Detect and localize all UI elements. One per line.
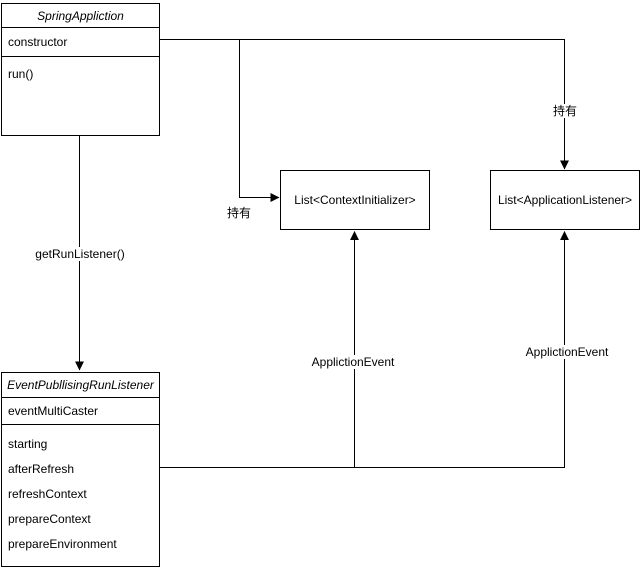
class-method-run: run(): [8, 67, 34, 81]
edge-label-holds-context-initializer: 持有: [224, 206, 254, 220]
class-methods-compartment: run(): [2, 57, 159, 135]
class-method-prepare-context: prepareContext: [8, 511, 91, 526]
edge-label-holds-application-listener: 持有: [550, 104, 580, 118]
edge-holds-context-initializer: [239, 39, 280, 202]
node-application-listener-list: List<ApplicationListener>: [490, 170, 640, 230]
class-title: EventPubllisingRunListener: [2, 373, 159, 398]
node-context-initializer-list: List<ContextInitializer>: [280, 170, 430, 230]
edge-label-get-run-listener: getRunListener(): [33, 247, 127, 261]
class-method-prepare-environment: prepareEnvironment: [8, 536, 117, 551]
class-field-event-multi-caster: eventMultiCaster: [2, 398, 159, 425]
class-spring-appliction: SpringAppliction constructor run(): [1, 3, 160, 136]
edge-appliction-event-to-context-initializer: [160, 231, 359, 468]
edge-label-appliction-event-right: ApplictionEvent: [523, 345, 611, 359]
class-field-constructor: constructor: [2, 28, 159, 57]
class-method-refresh-context: refreshContext: [8, 486, 87, 501]
class-method-starting: starting: [8, 436, 48, 451]
edge-label-appliction-event-left: ApplictionEvent: [309, 355, 397, 369]
class-title: SpringAppliction: [2, 4, 159, 28]
class-method-after-refresh: afterRefresh: [8, 461, 75, 476]
edge-holds-application-listener: [160, 39, 569, 170]
edge-appliction-event-to-application-listener: [354, 231, 569, 468]
class-methods-compartment: starting afterRefresh refreshContext pre…: [2, 425, 159, 566]
class-event-publlising-run-listener: EventPubllisingRunListener eventMultiCas…: [1, 372, 160, 567]
